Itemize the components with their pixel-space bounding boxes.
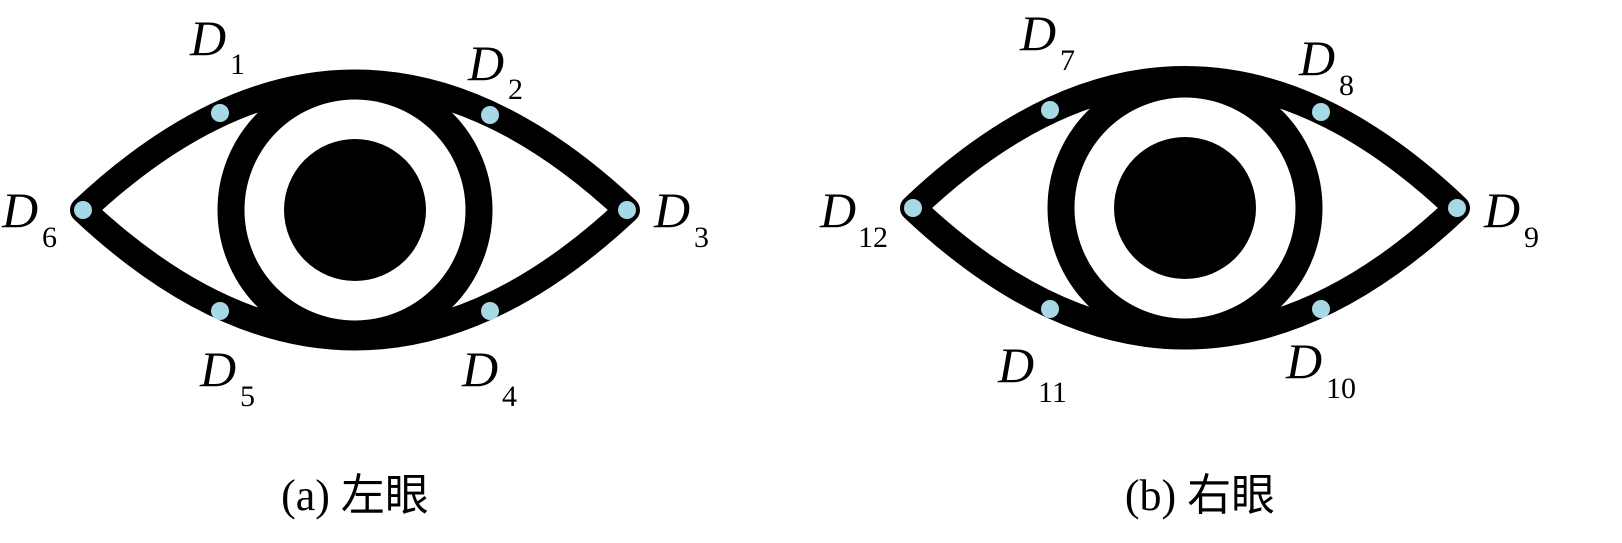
svg-text:D: D xyxy=(1298,30,1335,86)
right-eye-diagram: D 7 D 8 D 9 D 10 D 11 D 12 (b) 右眼 xyxy=(819,5,1539,520)
svg-text:D: D xyxy=(461,341,498,397)
left-eye-iris xyxy=(217,72,493,348)
svg-text:D: D xyxy=(189,10,226,66)
landmark-label-D12: D 12 xyxy=(819,182,888,254)
svg-text:D: D xyxy=(1285,333,1322,389)
svg-text:D: D xyxy=(819,182,856,238)
landmark-label-D9: D 9 xyxy=(1483,182,1539,254)
svg-text:6: 6 xyxy=(42,221,57,254)
landmark-dot-D6 xyxy=(74,201,92,219)
right-eye-iris xyxy=(1047,70,1323,346)
svg-text:2: 2 xyxy=(508,73,523,106)
svg-text:D: D xyxy=(997,337,1034,393)
landmark-dot-D9 xyxy=(1448,199,1466,217)
left-eye-diagram: D 1 D 2 D 3 D 4 D 5 D 6 (a) 左眼 xyxy=(1,10,709,520)
svg-text:D: D xyxy=(1019,5,1056,61)
svg-text:8: 8 xyxy=(1339,69,1354,102)
landmark-label-D1: D 1 xyxy=(189,10,245,81)
landmark-dot-D5 xyxy=(211,302,229,320)
landmark-label-D8: D 8 xyxy=(1298,30,1354,102)
landmark-dot-D3 xyxy=(618,201,636,219)
landmark-dot-D4 xyxy=(481,302,499,320)
landmark-dot-D1 xyxy=(211,104,229,122)
svg-text:11: 11 xyxy=(1038,376,1067,409)
landmark-label-D7: D 7 xyxy=(1019,5,1075,77)
landmark-dot-D7 xyxy=(1041,101,1059,119)
right-eye-caption: (b) 右眼 xyxy=(1125,471,1275,520)
left-eye-pupil xyxy=(284,139,426,281)
landmark-dot-D11 xyxy=(1041,300,1059,318)
landmark-dot-D2 xyxy=(481,106,499,124)
svg-text:12: 12 xyxy=(858,221,888,254)
right-eye-pupil xyxy=(1114,137,1256,279)
svg-text:D: D xyxy=(467,35,504,91)
svg-text:7: 7 xyxy=(1060,44,1075,77)
svg-text:D: D xyxy=(1,182,38,238)
svg-text:D: D xyxy=(199,341,236,397)
landmark-label-D2: D 2 xyxy=(467,35,523,106)
landmark-label-D11: D 11 xyxy=(997,337,1067,409)
svg-text:1: 1 xyxy=(230,48,245,81)
svg-text:D: D xyxy=(653,182,690,238)
landmark-dot-D12 xyxy=(904,199,922,217)
left-eye-caption: (a) 左眼 xyxy=(281,471,429,520)
landmark-dot-D8 xyxy=(1312,103,1330,121)
svg-text:9: 9 xyxy=(1524,221,1539,254)
landmark-label-D10: D 10 xyxy=(1285,333,1356,405)
svg-text:5: 5 xyxy=(240,380,255,413)
landmark-label-D4: D 4 xyxy=(461,341,517,413)
svg-text:D: D xyxy=(1483,182,1520,238)
svg-text:10: 10 xyxy=(1326,372,1356,405)
landmark-label-D5: D 5 xyxy=(199,341,255,413)
landmark-label-D3: D 3 xyxy=(653,182,709,254)
landmark-label-D6: D 6 xyxy=(1,182,57,254)
landmark-dot-D10 xyxy=(1312,300,1330,318)
svg-text:4: 4 xyxy=(502,380,517,413)
svg-text:3: 3 xyxy=(694,221,709,254)
